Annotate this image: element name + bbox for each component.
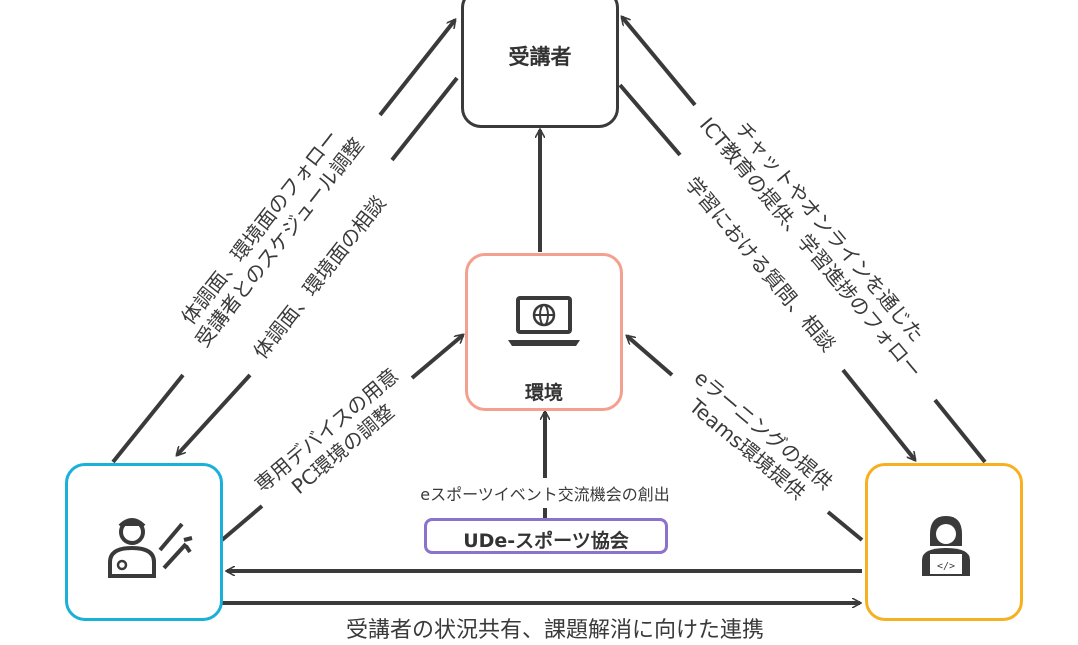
environment-label: 環境: [524, 382, 563, 404]
arrow-left-to-student-a: [111, 373, 185, 464]
arrow-right-to-env: [627, 336, 674, 377]
student-label: 受講者: [508, 45, 572, 69]
svg-text:</>: </>: [937, 561, 955, 572]
person-with-laptop-icon: </>: [922, 516, 970, 576]
label-left-right-bottom: 受講者の状況共有、課題解消に向けた連携: [345, 618, 764, 643]
environment-node: 環境: [465, 253, 623, 411]
connector-arrows: [111, 0, 987, 630]
student-node: 受講者: [461, 0, 619, 128]
arrow-student-to-left-a: [390, 76, 459, 162]
association-label: UDe-スポーツ協会: [463, 530, 629, 552]
arrow-left-to-env: [410, 335, 463, 380]
laptop-globe-icon: [508, 296, 580, 346]
arrow-student-to-right: [841, 368, 915, 460]
association-node: UDe-スポーツ協会: [424, 518, 668, 554]
arrow-right-to-env-a: [826, 510, 864, 542]
arrow-left-to-env-a: [220, 504, 264, 542]
support-staff-node: [65, 463, 223, 621]
arrow-left-to-student: [378, 20, 455, 117]
label-association-to-env: eスポーツイベント交流機会の創出: [420, 485, 670, 504]
instructor-node: </>: [865, 463, 1023, 621]
arrow-student-to-right-a: [618, 83, 682, 157]
arrow-right-to-student: [622, 17, 697, 107]
staff-with-tools-icon: [108, 518, 193, 578]
arrow-student-to-left: [177, 373, 252, 455]
arrow-right-to-student-a: [933, 398, 987, 464]
